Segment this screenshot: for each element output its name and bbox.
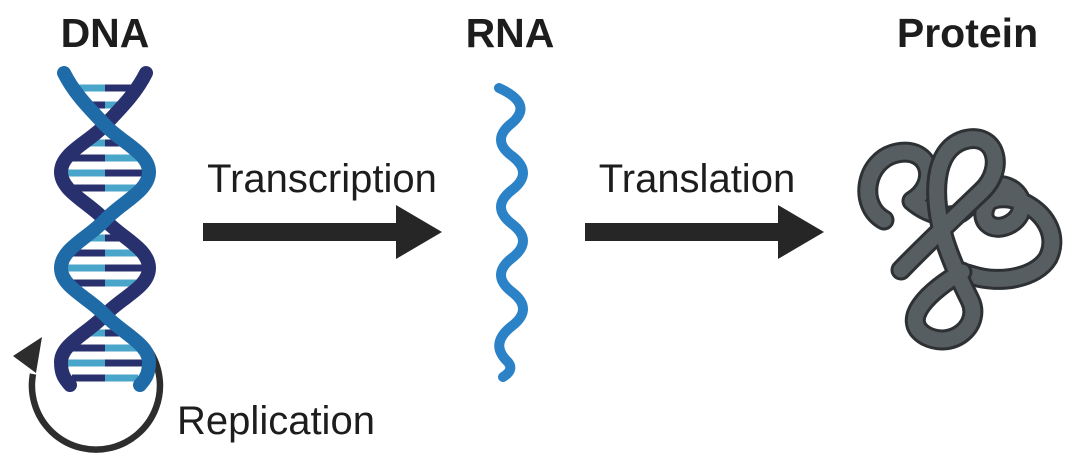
dna-node-label: DNA: [60, 10, 150, 56]
protein-illustration: [857, 128, 1063, 351]
rna-strand-illustration: [494, 83, 528, 382]
replication-cycle-arrow: [13, 337, 164, 453]
translation-arrowhead-icon: [778, 205, 824, 259]
dna-helix-illustration: [53, 66, 157, 392]
protein-rope-body-1: [860, 144, 1060, 287]
replication-edge-label: Replication: [177, 399, 375, 443]
protein-node-label: Protein: [896, 10, 1039, 56]
transcription-arrowhead-icon: [396, 205, 442, 259]
protein-rope-body-2: [893, 131, 1003, 348]
transcription-arrow: [203, 205, 442, 259]
translation-arrow-shaft: [585, 223, 779, 241]
rna-node-label: RNA: [465, 10, 555, 56]
transcription-edge-label: Transcription: [207, 157, 437, 201]
replication-arrowhead-icon: [13, 337, 42, 373]
replication-arc: [28, 345, 164, 453]
translation-arrow: [585, 205, 824, 259]
translation-edge-label: Translation: [598, 157, 796, 201]
dna-strand-blue: [53, 66, 157, 392]
dna-rungs-cyan: [67, 84, 138, 382]
transcription-arrow-shaft: [203, 223, 397, 241]
